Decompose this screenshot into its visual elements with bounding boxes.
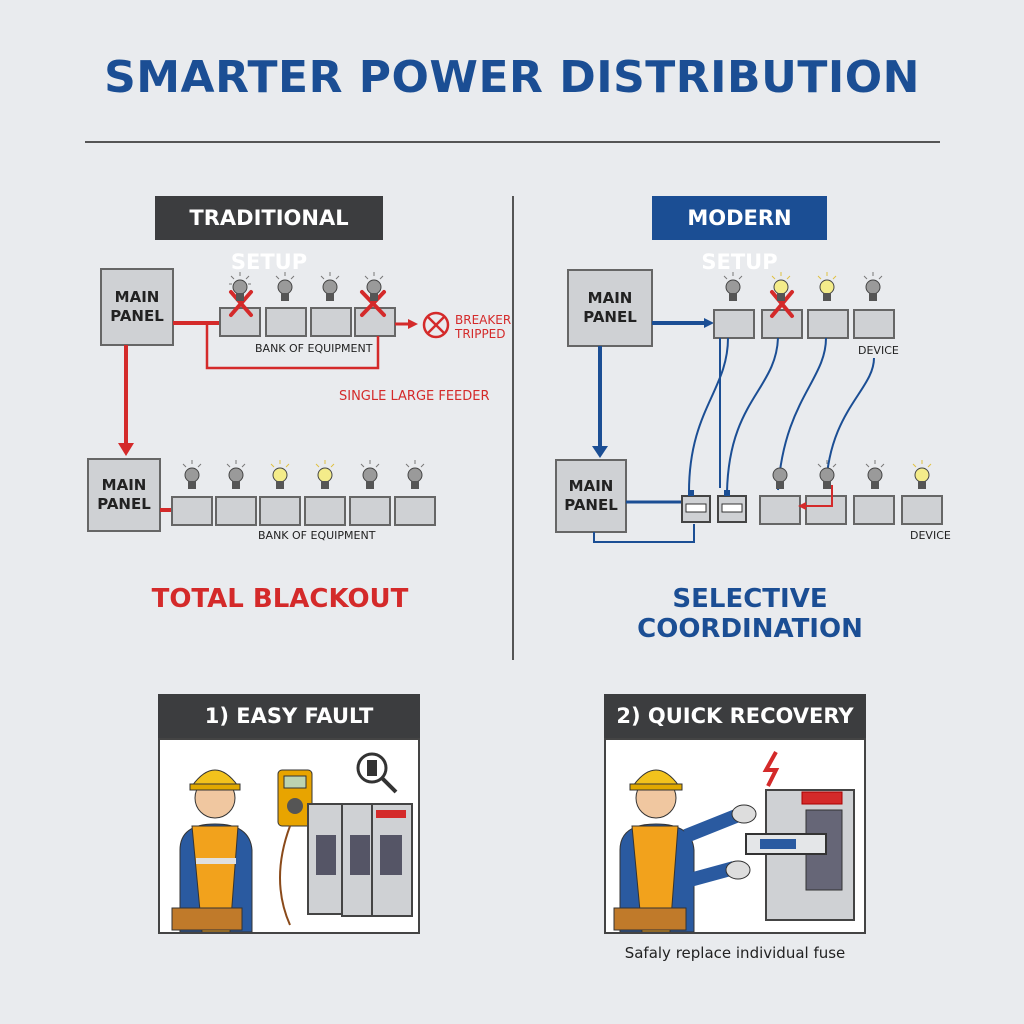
main-panel-top: MAIN PANEL bbox=[110, 288, 164, 325]
bulb-lit-icon bbox=[816, 272, 838, 311]
bulb-icon bbox=[229, 272, 251, 311]
breaker-tripped-label: BREAKER TRIPPED bbox=[455, 313, 512, 341]
quick-recovery-illustration bbox=[613, 751, 855, 933]
bulb-icon bbox=[181, 460, 203, 499]
section-divider bbox=[512, 196, 514, 660]
bank-label-top: BANK OF EQUIPMENT bbox=[255, 342, 373, 355]
bulb-lit-icon bbox=[770, 272, 792, 311]
main-panel-bottom: MAIN PANEL bbox=[97, 476, 151, 513]
bulb-lit-icon bbox=[269, 460, 291, 499]
modern-main-panel-top: MAIN PANEL bbox=[583, 289, 637, 326]
result-blackout: TOTAL BLACKOUT bbox=[151, 584, 409, 614]
benefit-1-card bbox=[158, 738, 420, 934]
bulb-icon bbox=[816, 460, 838, 499]
device-label-bottom: DEVICE bbox=[910, 529, 951, 542]
feeder-label: SINGLE LARGE FEEDER bbox=[339, 389, 490, 404]
benefit-2-header: 2) QUICK RECOVERY bbox=[604, 694, 866, 738]
benefit-2-caption: Safaly replace individual fuse bbox=[624, 944, 846, 962]
traditional-header: TRADITIONAL SETUP bbox=[155, 196, 383, 274]
bulb-icon bbox=[404, 460, 426, 499]
modern-diagram bbox=[555, 269, 943, 543]
result-selective: SELECTIVE COORDINATION bbox=[637, 584, 863, 644]
benefit-2-card bbox=[604, 738, 866, 934]
bulb-icon bbox=[722, 272, 744, 311]
bulb-icon bbox=[359, 460, 381, 499]
bulb-icon bbox=[864, 460, 886, 499]
main-panel-top-box bbox=[100, 268, 174, 346]
benefit-1-header: 1) EASY FAULT FINDING bbox=[158, 694, 420, 772]
modern-main-panel-bottom: MAIN PANEL bbox=[564, 477, 618, 514]
bulb-icon bbox=[319, 272, 341, 311]
modern-header: MODERN SETUP bbox=[652, 196, 827, 274]
title-divider bbox=[85, 141, 940, 143]
device-label-top: DEVICE bbox=[858, 344, 899, 357]
bulb-lit-icon bbox=[911, 460, 933, 499]
bulb-icon bbox=[225, 460, 247, 499]
fault-finding-illustration bbox=[171, 752, 413, 933]
bulb-icon bbox=[769, 460, 791, 499]
bulb-icon bbox=[363, 272, 385, 311]
bulb-icon bbox=[862, 272, 884, 311]
bulb-icon bbox=[274, 272, 296, 311]
bulb-lit-icon bbox=[314, 460, 336, 499]
traditional-diagram bbox=[87, 268, 450, 532]
page-title: SMARTER POWER DISTRIBUTION bbox=[104, 52, 920, 103]
bank-label-bottom: BANK OF EQUIPMENT bbox=[258, 529, 376, 542]
